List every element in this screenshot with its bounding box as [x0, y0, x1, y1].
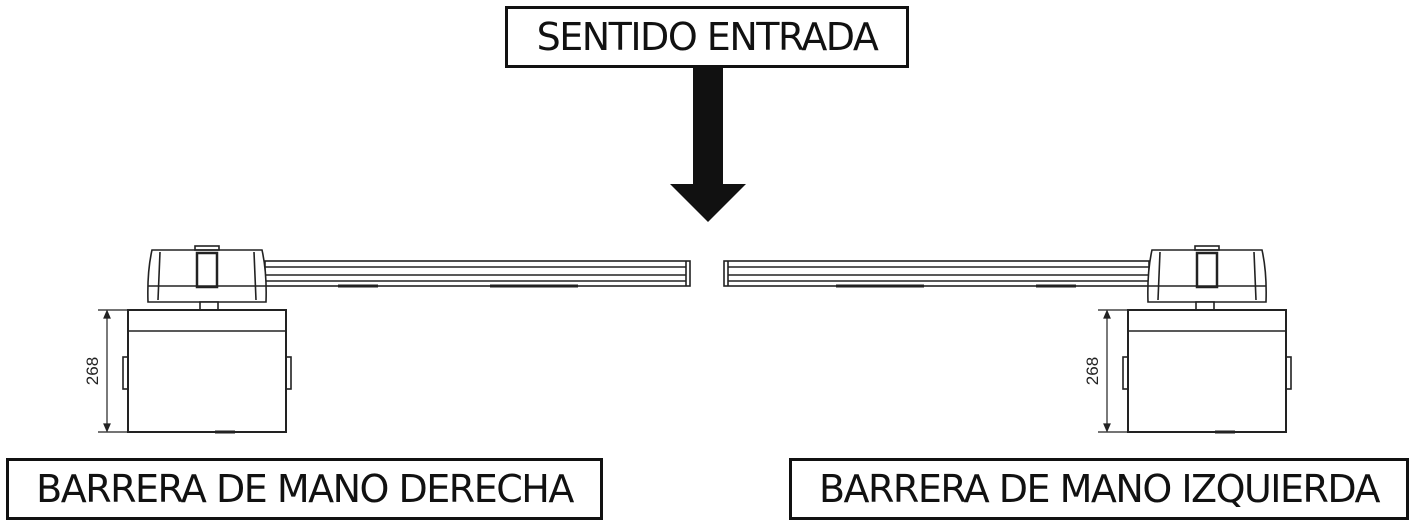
right-height-dimension: [1098, 309, 1128, 433]
left-hand-barrier: [723, 245, 1292, 434]
right-motor-head: [1147, 245, 1267, 303]
right-hand-barrier-label: BARRERA DE MANO DERECHA: [6, 458, 603, 520]
left-height-dimension: [98, 309, 128, 433]
left-motor-head: [147, 245, 267, 303]
right-boom-arm: [723, 260, 1150, 288]
left-cabinet: [122, 309, 292, 434]
left-height-value: 268: [83, 357, 102, 385]
right-height-value: 268: [1083, 357, 1102, 385]
right-hand-barrier: [98, 245, 691, 434]
left-boom-arm: [264, 260, 691, 288]
left-hand-barrier-label: BARRERA DE MANO IZQUIERDA: [789, 458, 1409, 520]
direction-label: SENTIDO ENTRADA: [505, 6, 909, 68]
direction-arrow-icon: [670, 68, 746, 222]
right-cabinet: [1122, 309, 1292, 434]
